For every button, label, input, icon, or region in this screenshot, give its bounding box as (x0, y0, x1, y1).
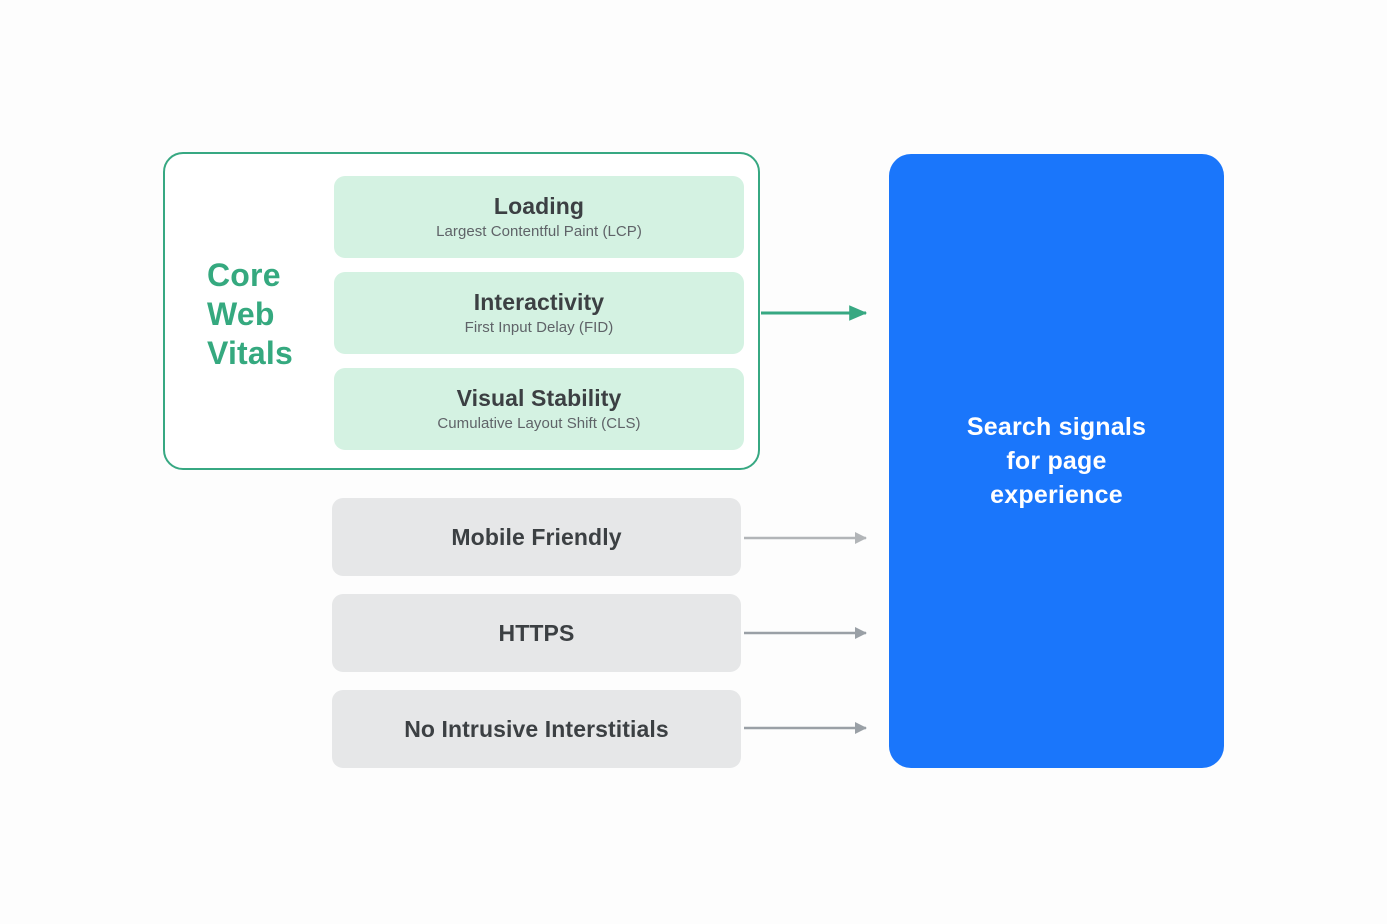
core-web-vitals-label-line-1: Core (207, 257, 281, 293)
metric-card-visual-stability[interactable]: Visual Stability Cumulative Layout Shift… (334, 368, 744, 450)
metric-subtitle: Largest Contentful Paint (LCP) (436, 223, 642, 240)
outcome-panel-text: Search signals for page experience (939, 410, 1174, 512)
signal-label: HTTPS (498, 620, 575, 646)
metric-title: Loading (493, 193, 585, 219)
metric-subtitle: Cumulative Layout Shift (CLS) (437, 415, 641, 432)
metric-subtitle: First Input Delay (FID) (464, 319, 614, 336)
core-web-vitals-group: Core Web Vitals Loading Largest Contentf… (163, 152, 760, 470)
signal-box-https[interactable]: HTTPS (332, 594, 741, 672)
outcome-text-line-1: Search signals (966, 413, 1147, 441)
signal-box-mobile-friendly[interactable]: Mobile Friendly (332, 498, 741, 576)
metric-title: Interactivity (473, 289, 605, 315)
signal-label: No Intrusive Interstitials (404, 716, 669, 742)
metric-card-interactivity[interactable]: Interactivity First Input Delay (FID) (334, 272, 744, 354)
core-web-vitals-metric-list: Loading Largest Contentful Paint (LCP) I… (334, 176, 744, 450)
metric-title: Visual Stability (456, 385, 622, 411)
signal-label: Mobile Friendly (451, 524, 622, 550)
outcome-panel: Search signals for page experience (889, 154, 1224, 768)
core-web-vitals-label-line-2: Web (207, 296, 275, 332)
other-signals-list: Mobile Friendly HTTPS No Intrusive Inter… (332, 498, 741, 768)
core-web-vitals-group-label: Core Web Vitals (207, 256, 327, 373)
core-web-vitals-label-line-3: Vitals (207, 335, 293, 371)
signal-box-no-intrusive-interstitials[interactable]: No Intrusive Interstitials (332, 690, 741, 768)
outcome-text-line-3: experience (990, 481, 1123, 509)
metric-card-loading[interactable]: Loading Largest Contentful Paint (LCP) (334, 176, 744, 258)
outcome-text-line-2: for page (1006, 447, 1107, 475)
